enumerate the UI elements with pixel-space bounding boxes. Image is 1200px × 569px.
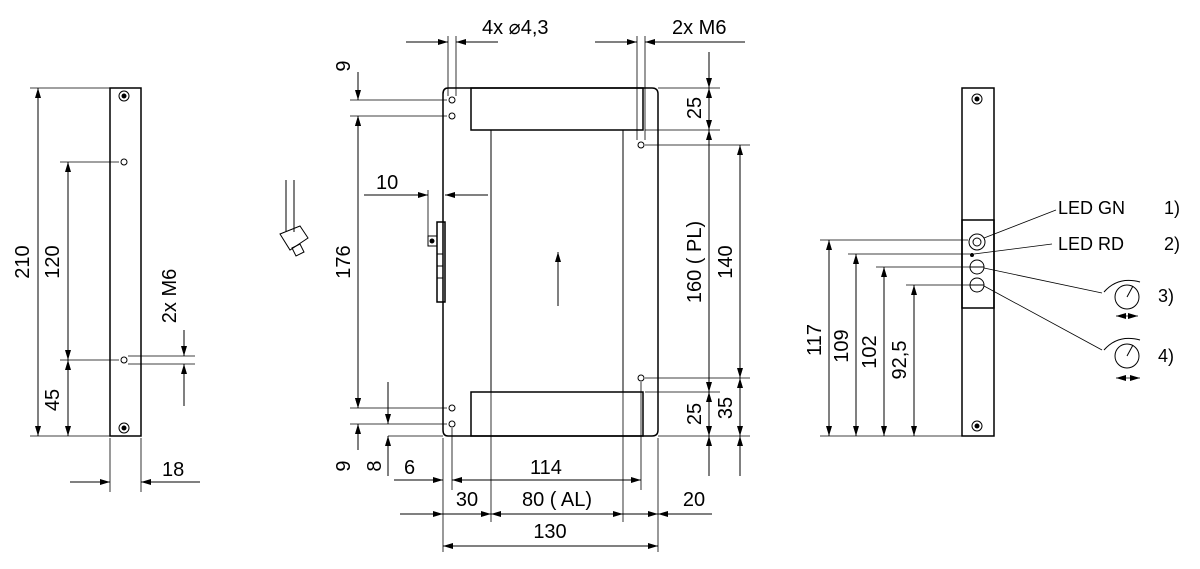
adjust-knob-icon <box>1103 279 1141 319</box>
dim-117: 117 <box>804 324 826 356</box>
thread-hole-icon <box>120 158 128 166</box>
dim-30: 30 <box>456 489 478 511</box>
screw-icon <box>971 420 983 432</box>
led-gn-ref: 1) <box>1164 198 1180 218</box>
mounting-hole-icon <box>448 420 456 428</box>
dim-thread: 2x M6 <box>159 269 181 323</box>
led-gn-label: LED GN <box>1058 198 1125 218</box>
thread-hole-icon <box>637 374 645 382</box>
screw-icon <box>118 90 130 102</box>
dim-35: 35 <box>715 397 737 419</box>
dim-25-bottom: 25 <box>684 403 706 425</box>
side-view: 210 120 45 2x M6 18 <box>12 87 200 492</box>
dim-102: 102 <box>859 335 881 368</box>
dim-holes: 4x ⌀4,3 <box>482 17 549 39</box>
right-profile <box>961 87 995 437</box>
dim-130: 130 <box>533 521 566 543</box>
mounting-hole-icon <box>448 112 456 120</box>
dim-25-top: 25 <box>684 97 706 119</box>
right-view: LED GN 1) LED RD 2) 3) 4) 117 109 <box>804 87 1180 437</box>
control-panel <box>961 219 995 309</box>
dim-114: 114 <box>530 457 562 479</box>
dim-total-height: 210 <box>12 245 34 278</box>
bottom-cap <box>470 391 644 437</box>
pot1-ref: 3) <box>1158 286 1174 306</box>
dim-bottom-offset: 45 <box>42 389 64 411</box>
led-rd-label: LED RD <box>1058 234 1124 254</box>
dim-8: 8 <box>364 460 386 471</box>
led-gn-icon <box>970 253 974 257</box>
dim-6: 6 <box>404 457 415 479</box>
side-profile <box>109 87 142 437</box>
dim-top-offset: 9 <box>333 60 355 71</box>
dim-height: 176 <box>333 245 355 278</box>
sensor-housing <box>442 87 659 437</box>
dim-109: 109 <box>831 329 853 362</box>
led-rd-ref: 2) <box>1164 234 1180 254</box>
connector-block <box>436 221 446 303</box>
connector-icon <box>968 233 986 251</box>
dim-width: 18 <box>162 459 184 481</box>
dim-20: 20 <box>683 489 705 511</box>
screw-icon <box>971 93 983 105</box>
dim-92-5: 92,5 <box>889 341 911 380</box>
screw-icon <box>118 422 130 434</box>
dim-80-al: 80 ( AL) <box>522 489 592 511</box>
dim-160-pl: 160 ( PL) <box>684 221 706 303</box>
dim-140: 140 <box>715 245 737 278</box>
top-cap <box>470 87 644 131</box>
mounting-hole-icon <box>448 404 456 412</box>
dim-hole-spacing: 120 <box>42 245 64 278</box>
thread-hole-icon <box>637 141 645 149</box>
dim-thread-top: 2x M6 <box>672 17 726 39</box>
adjust-knob-icon <box>1103 337 1141 381</box>
mounting-hole-icon <box>448 96 456 104</box>
front-view: 4x ⌀4,3 2x M6 9 176 10 9 8 6 <box>333 17 750 552</box>
dim-bottom-offset: 9 <box>333 460 355 471</box>
pot2-ref: 4) <box>1158 346 1174 366</box>
thread-hole-icon <box>120 356 128 364</box>
connector-cable-icon <box>279 180 309 257</box>
dim-connector: 10 <box>376 172 398 194</box>
light-field <box>490 129 624 393</box>
